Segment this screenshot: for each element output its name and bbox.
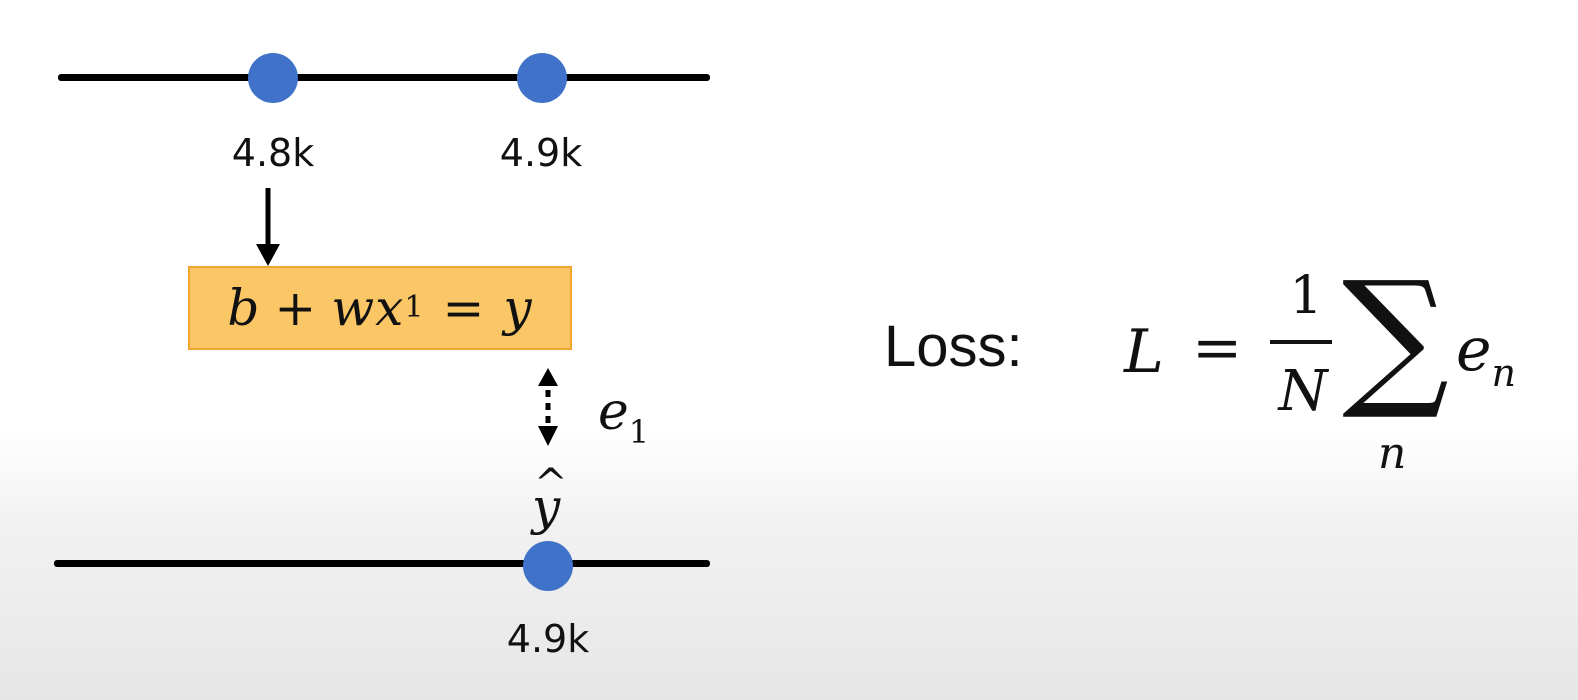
model-y: y [503,279,533,337]
error-arrow [538,368,558,446]
prediction-hat: ^ [534,461,568,507]
loss-label: Loss: [884,314,1023,379]
loss-term-symbol: e [1456,315,1492,385]
error-symbol: e [598,382,629,442]
model-b: b [227,279,261,337]
model-plus: + [274,279,318,337]
model-w: w [331,279,376,337]
sum-index: n [1378,428,1407,479]
prediction-label: ^ y [524,464,568,536]
loss-L: L [1124,317,1164,387]
bottom-point-label-4-9k: 4.9k [506,617,590,661]
error-subscript: 1 [628,413,650,451]
prediction-symbol: y [532,478,561,536]
top-point-4-8k [248,53,298,103]
top-number-line [58,74,710,81]
loss-term-subscript: n [1491,351,1516,395]
model-equals: = [442,279,486,337]
fraction-bar [1270,340,1332,344]
sum-symbol: ∑ [1342,250,1450,424]
model-box: b + w x 1 = y [188,266,572,350]
loss-equals: = [1192,313,1243,383]
input-arrow [256,188,280,266]
model-x: x [375,279,405,337]
loss-term: en [1456,320,1516,392]
loss-denominator: N [1278,359,1328,424]
top-point-label-4-9k: 4.9k [499,131,583,175]
model-formula: b + w x 1 = y [227,279,533,337]
loss-numerator: 1 [1289,266,1323,326]
top-point-label-4-8k: 4.8k [231,131,315,175]
bottom-number-line [54,560,710,567]
error-label: e1 [598,386,649,448]
bottom-point-4-9k [523,541,573,591]
top-point-4-9k [517,53,567,103]
